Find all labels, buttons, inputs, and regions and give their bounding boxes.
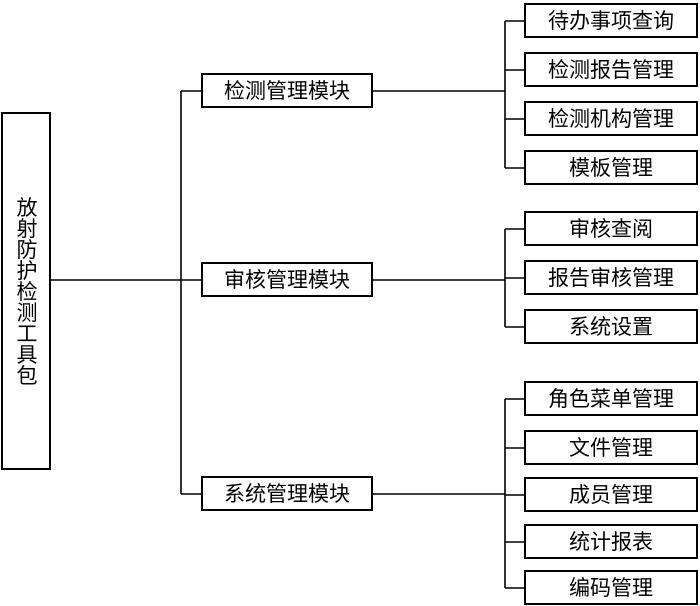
- leaf-box-agency-management: 检测机构管理: [524, 101, 698, 136]
- leaf-box-member-management: 成员管理: [524, 477, 698, 512]
- leaf-label-role-menu: 角色菜单管理: [548, 387, 674, 411]
- leaf-box-statistics-report: 统计报表: [524, 524, 698, 559]
- leaf-label-statistics-report: 统计报表: [569, 530, 653, 554]
- leaf-box-file-management: 文件管理: [524, 430, 698, 465]
- module-label-review: 审核管理模块: [224, 268, 350, 292]
- leaf-box-report-review: 报告审核管理: [524, 260, 698, 295]
- leaf-box-todo-query: 待办事项查询: [524, 3, 698, 38]
- leaf-box-template-management: 模板管理: [524, 150, 698, 185]
- module-label-detection: 检测管理模块: [224, 79, 350, 103]
- leaf-label-file-management: 文件管理: [569, 436, 653, 460]
- module-box-system: 系统管理模块: [201, 476, 373, 511]
- leaf-label-code-management: 编码管理: [569, 576, 653, 600]
- leaf-label-member-management: 成员管理: [569, 483, 653, 507]
- connectors: [50, 20, 525, 589]
- root-box: 放射防护检测工具包: [1, 112, 51, 470]
- leaf-label-system-settings: 系统设置: [569, 315, 653, 339]
- leaf-label-agency-management: 检测机构管理: [548, 107, 674, 131]
- leaf-label-template-management: 模板管理: [569, 156, 653, 180]
- leaf-label-review-lookup: 审核查阅: [569, 217, 653, 241]
- leaf-box-system-settings: 系统设置: [524, 309, 698, 344]
- leaf-label-report-review: 报告审核管理: [548, 266, 674, 290]
- module-label-system: 系统管理模块: [224, 482, 350, 506]
- leaf-label-todo-query: 待办事项查询: [548, 9, 674, 33]
- leaf-box-role-menu: 角色菜单管理: [524, 381, 698, 416]
- leaf-box-review-lookup: 审核查阅: [524, 211, 698, 246]
- leaf-box-report-management: 检测报告管理: [524, 52, 698, 87]
- leaf-label-report-management: 检测报告管理: [548, 58, 674, 82]
- root-label: 放射防护检测工具包: [14, 197, 38, 386]
- module-box-review: 审核管理模块: [201, 262, 373, 297]
- leaf-box-code-management: 编码管理: [524, 570, 698, 605]
- module-box-detection: 检测管理模块: [201, 73, 373, 108]
